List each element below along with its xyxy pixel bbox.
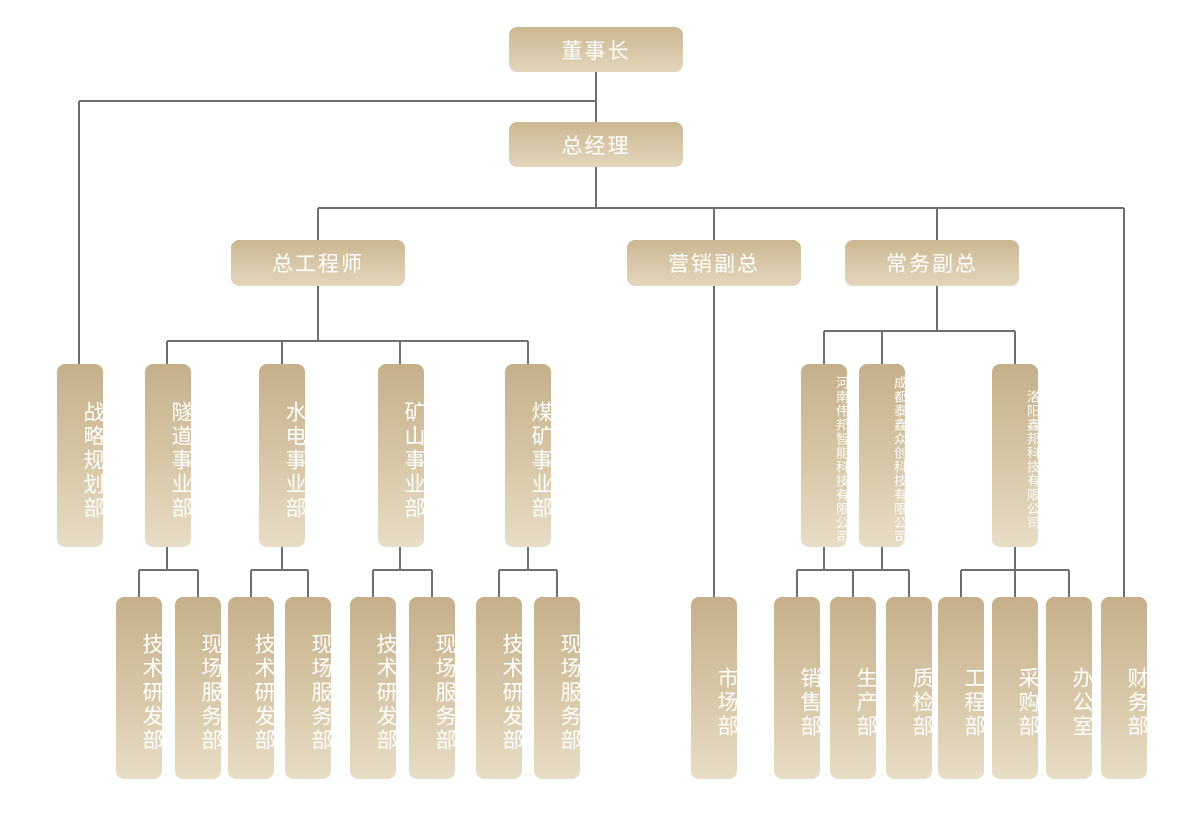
strategy-dept-box: 战略规划部 bbox=[57, 364, 105, 547]
mine-field-service-box: 现场服务部 bbox=[409, 597, 457, 779]
executive-vp-box: 常务副总 bbox=[845, 240, 1019, 286]
tunnel-rd-dept-box: 技术研发部 bbox=[116, 597, 164, 779]
henan-company-box: 河南伟邦智能科技有限公司 bbox=[801, 364, 848, 547]
chief-engineer-box: 总工程师 bbox=[231, 240, 405, 286]
engineering-dept-box: 工程部 bbox=[938, 597, 986, 779]
production-dept-box: 生产部 bbox=[830, 597, 878, 779]
hydro-rd-dept-box: 技术研发部 bbox=[228, 597, 276, 779]
hydro-field-service-box: 现场服务部 bbox=[285, 597, 333, 779]
hydro-division-box: 水电事业部 bbox=[259, 364, 307, 547]
tunnel-division-box: 隧道事业部 bbox=[145, 364, 193, 547]
mine-division-box: 矿山事业部 bbox=[378, 364, 426, 547]
qc-dept-box: 质检部 bbox=[886, 597, 934, 779]
general-manager-box: 总经理 bbox=[509, 122, 683, 167]
tunnel-field-service-box: 现场服务部 bbox=[175, 597, 223, 779]
mine-rd-dept-box: 技术研发部 bbox=[350, 597, 398, 779]
marketing-vp-box: 营销副总 bbox=[627, 240, 801, 286]
coal-division-box: 煤矿事业部 bbox=[505, 364, 553, 547]
market-dept-box: 市场部 bbox=[691, 597, 739, 779]
chengdu-company-box: 成都泰鑫众创科技有限公司 bbox=[859, 364, 906, 547]
sales-dept-box: 销售部 bbox=[774, 597, 822, 779]
office-box: 办公室 bbox=[1046, 597, 1094, 779]
finance-dept-box: 财务部 bbox=[1101, 597, 1149, 779]
chairman-box: 董事长 bbox=[509, 27, 683, 72]
coal-field-service-box: 现场服务部 bbox=[534, 597, 582, 779]
purchasing-dept-box: 采购部 bbox=[992, 597, 1040, 779]
coal-rd-dept-box: 技术研发部 bbox=[476, 597, 524, 779]
luoyang-company-box: 洛阳鑫邦科技有限公司 bbox=[992, 364, 1039, 547]
